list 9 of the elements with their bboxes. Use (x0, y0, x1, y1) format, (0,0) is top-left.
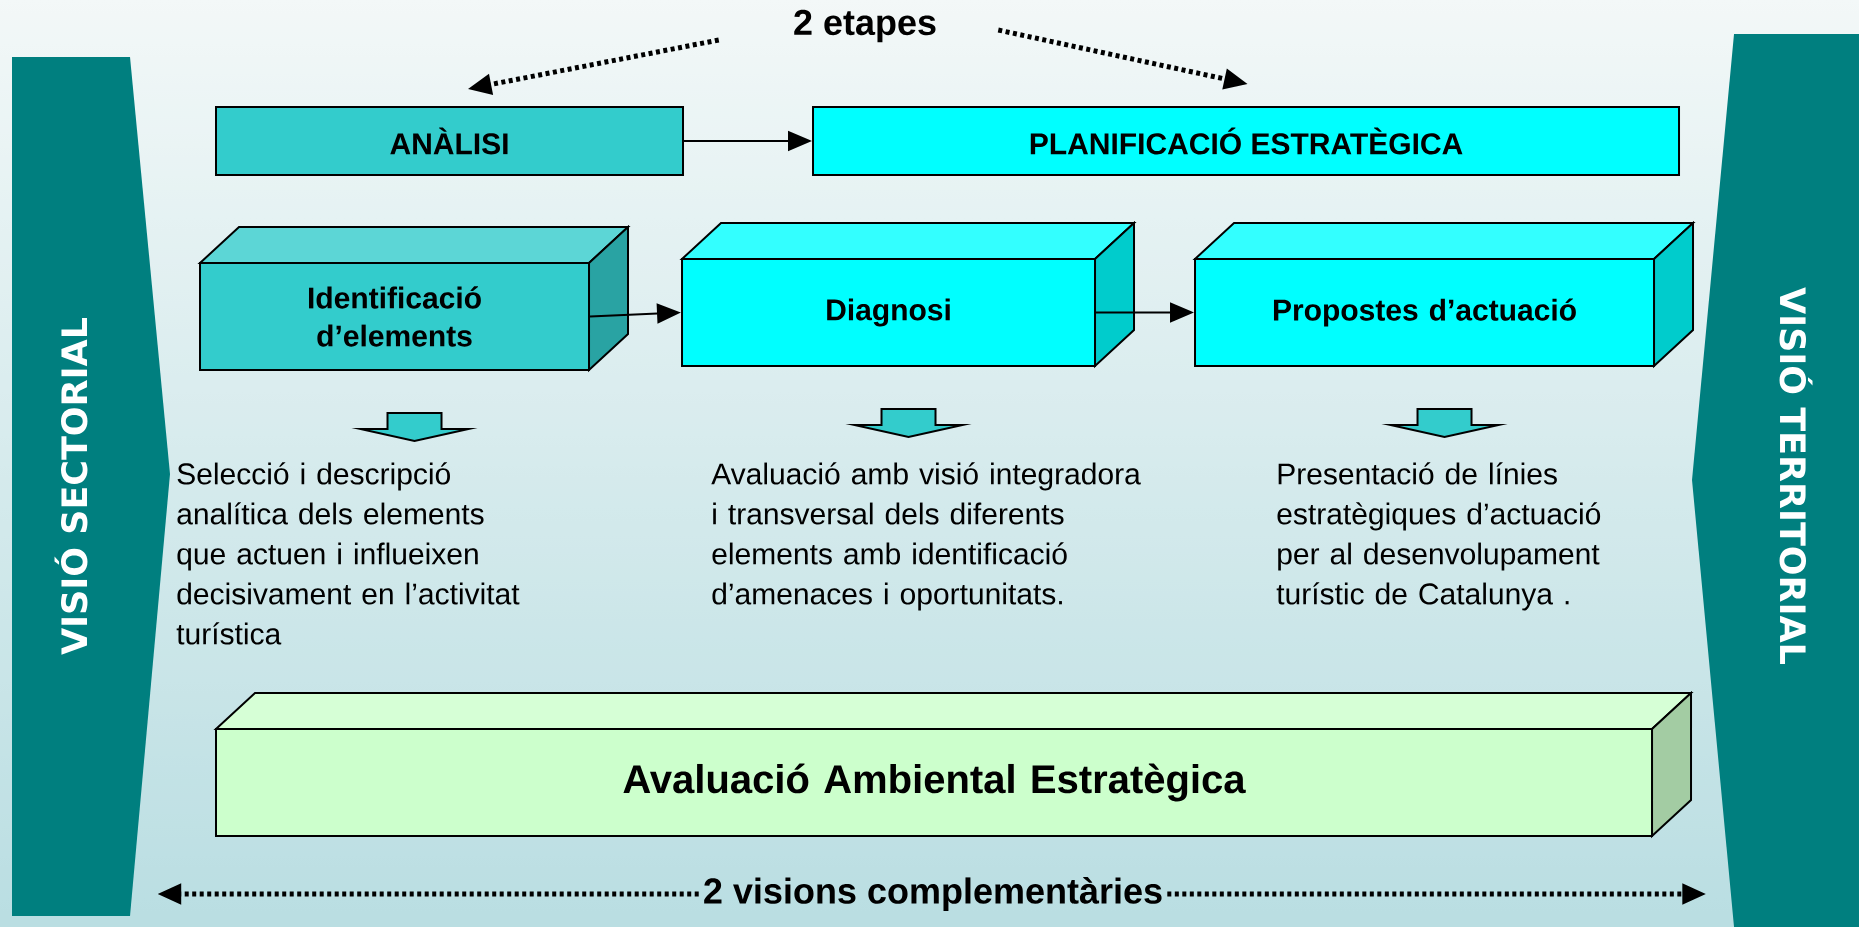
stage-box: PLANIFICACIÓ ESTRATÈGICA (812, 106, 1680, 176)
description-text: Presentació de línies estratègiques d’actuació per al desenvolupament turístic de Catalunya . (1276, 462, 1601, 611)
description-text: Avaluació amb visió integradora i transversal dels diferents elements amb identificació d’amenaces i oportunitats. (711, 462, 1141, 611)
side-band: VISIÓ TERRITORIAL (1692, 34, 1859, 927)
heading-text: 2 etapes (794, 9, 936, 43)
heading-text: 2 visions complementàries (704, 877, 1162, 911)
side-band: VISIÓ SECTORIAL (12, 57, 170, 916)
stage-box: ANÀLISI (215, 106, 684, 176)
description-text: Selecció i descripció analítica dels elements que actuen i influeixen decisivament en l’activitat turística (176, 462, 520, 645)
